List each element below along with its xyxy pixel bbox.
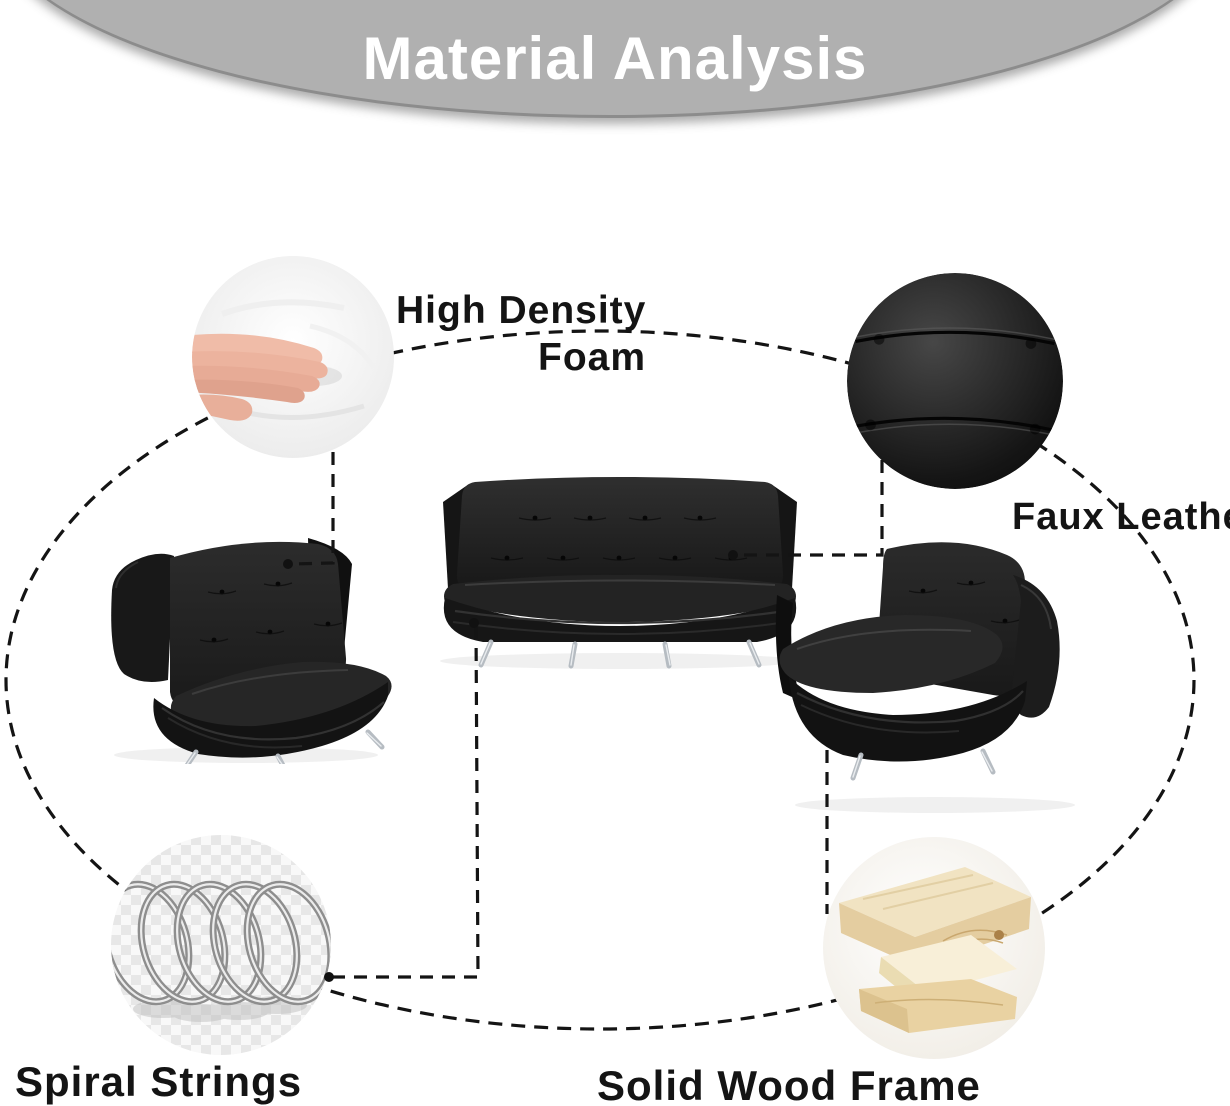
wood-sample-circle <box>823 837 1045 1059</box>
label-spiral-strings: Spiral Strings <box>15 1058 303 1105</box>
springs-sample-circle <box>111 835 331 1055</box>
page-title: Material Analysis <box>362 25 868 92</box>
label-solid-wood-frame: Solid Wood Frame <box>597 1062 981 1106</box>
loveseat-right-illustration <box>775 542 1075 813</box>
wood-boards-icon <box>823 837 1045 1059</box>
label-high-density: High Density <box>396 289 647 332</box>
label-foam: Foam <box>538 336 647 379</box>
foam-sample-circle <box>192 256 394 458</box>
chair-left-illustration <box>111 538 392 764</box>
leather-texture-icon <box>847 273 1063 489</box>
spring-coil-icon <box>111 835 331 1055</box>
label-faux-leather: Faux Leather <box>1012 496 1230 538</box>
leather-sample-circle <box>847 273 1063 489</box>
sofa-center-illustration <box>440 477 800 669</box>
dashed-ellipse <box>4 329 1196 1031</box>
foam-hand-icon <box>192 256 394 458</box>
